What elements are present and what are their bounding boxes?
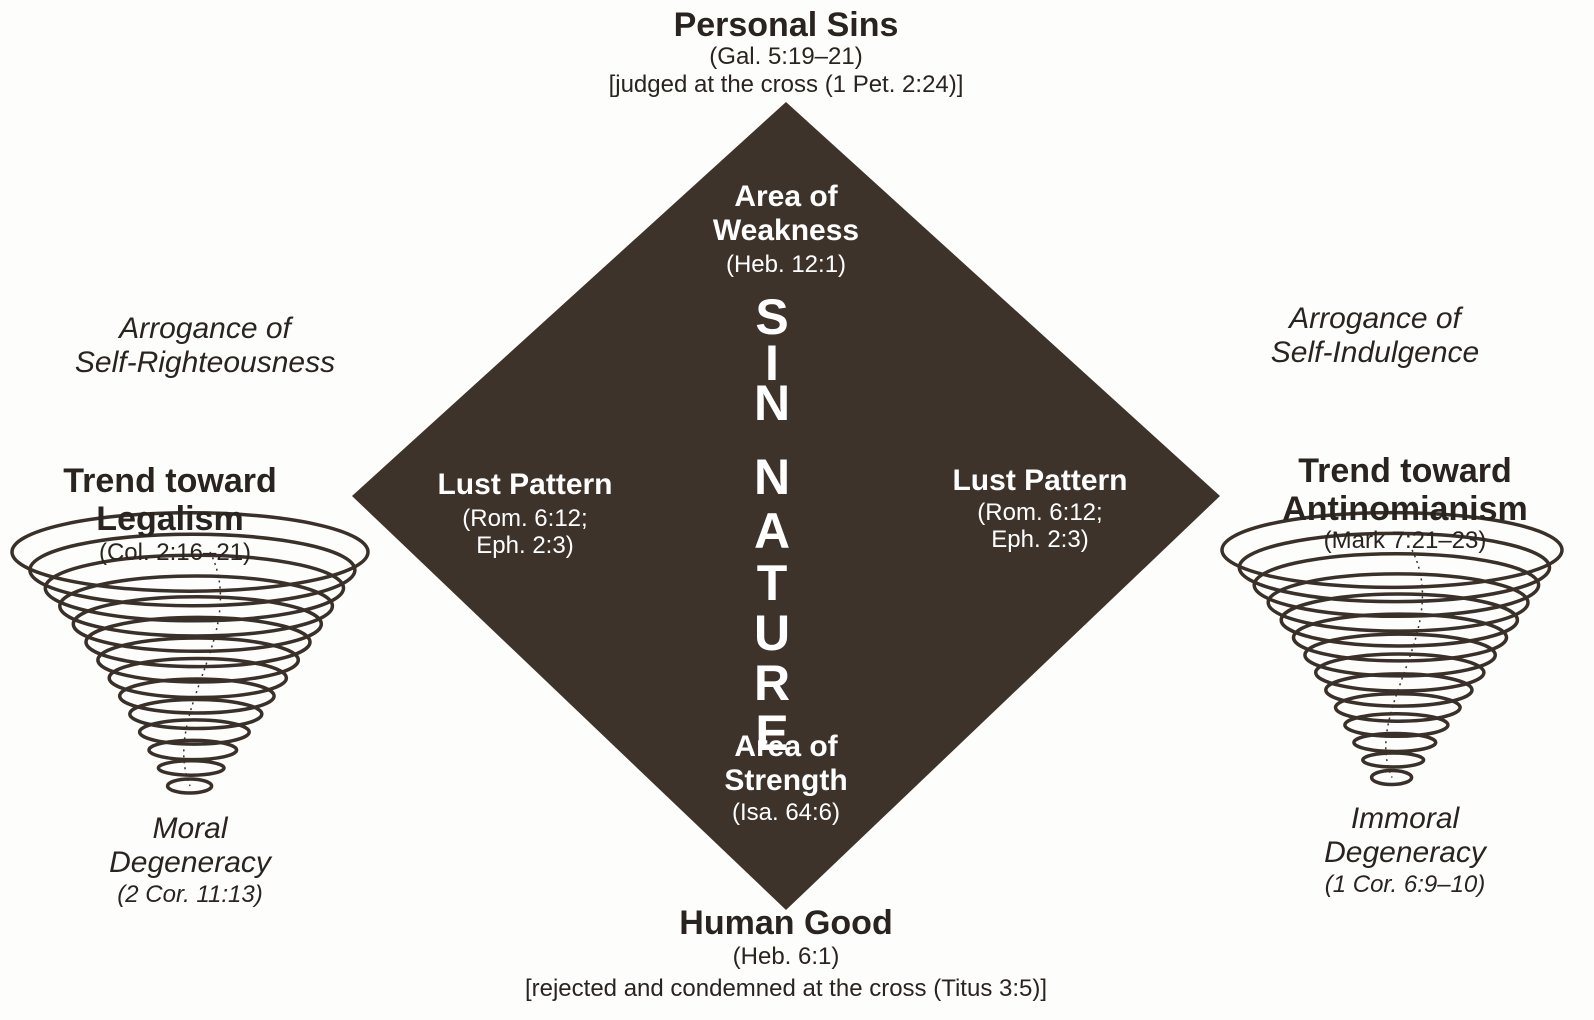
human-good-ref: (Heb. 6:1) bbox=[0, 944, 1572, 971]
strength-line2: Strength bbox=[646, 764, 926, 798]
lust-right-ref-line2: Eph. 2:3) bbox=[900, 527, 1180, 554]
area-of-strength-ref: (Isa. 64:6) bbox=[646, 800, 926, 827]
human-good-note: [rejected and condemned at the cross (Ti… bbox=[0, 976, 1572, 1003]
arrogance-left-line2: Self-Righteousness bbox=[0, 346, 410, 380]
immoral-degeneracy: Immoral Degeneracy bbox=[1260, 802, 1550, 869]
trend-right-ref: (Mark 7:21–23) bbox=[1260, 528, 1550, 555]
lust-right-ref-line1: (Rom. 6:12; bbox=[900, 500, 1180, 527]
weakness-line1: Area of bbox=[646, 180, 926, 214]
trend-left-line1: Trend toward bbox=[0, 462, 340, 500]
personal-sins-title: Personal Sins bbox=[0, 6, 1572, 44]
weakness-line2: Weakness bbox=[646, 214, 926, 248]
sin-nature-letter: T bbox=[732, 558, 812, 608]
arrogance-left-line1: Arrogance of bbox=[0, 312, 410, 346]
immoral-degeneracy-ref: (1 Cor. 6:9–10) bbox=[1260, 872, 1550, 899]
lust-pattern-right-title: Lust Pattern bbox=[900, 464, 1180, 498]
tornado-core bbox=[1386, 550, 1423, 778]
area-of-strength-label: Area of Strength bbox=[646, 730, 926, 797]
area-of-weakness-ref: (Heb. 12:1) bbox=[646, 252, 926, 279]
human-good-title: Human Good bbox=[0, 904, 1572, 942]
trend-left-line2: Legalism bbox=[0, 500, 340, 538]
arrogance-right-line2: Self-Indulgence bbox=[1210, 336, 1540, 370]
moral-degeneracy: Moral Degeneracy bbox=[50, 812, 330, 879]
personal-sins-ref: (Gal. 5:19–21) bbox=[0, 44, 1572, 71]
strength-line1: Area of bbox=[646, 730, 926, 764]
personal-sins-note: [judged at the cross (1 Pet. 2:24)] bbox=[0, 72, 1572, 99]
trend-toward-legalism: Trend toward Legalism bbox=[0, 462, 340, 538]
result-right-line1: Immoral bbox=[1260, 802, 1550, 836]
tornado-loop bbox=[158, 761, 224, 775]
area-of-weakness-label: Area of Weakness bbox=[646, 180, 926, 247]
sin-nature-letter: U bbox=[732, 608, 812, 658]
trend-left-ref: (Col. 2:16–21) bbox=[40, 540, 310, 567]
lust-pattern-right-ref: (Rom. 6:12; Eph. 2:3) bbox=[900, 500, 1180, 554]
sin-nature-letter: N bbox=[732, 378, 812, 428]
result-left-line1: Moral bbox=[50, 812, 330, 846]
lust-left-ref-line2: Eph. 2:3) bbox=[390, 533, 660, 560]
lust-pattern-left-title: Lust Pattern bbox=[390, 468, 660, 502]
arrogance-self-indulgence: Arrogance of Self-Indulgence bbox=[1210, 302, 1540, 369]
sin-nature-letter: R bbox=[732, 658, 812, 708]
trend-right-line2: Antinomianism bbox=[1220, 490, 1590, 528]
moral-degeneracy-ref: (2 Cor. 11:13) bbox=[50, 882, 330, 909]
lust-pattern-left-ref: (Rom. 6:12; Eph. 2:3) bbox=[390, 506, 660, 560]
trend-toward-antinomianism: Trend toward Antinomianism bbox=[1220, 452, 1590, 528]
sin-nature-letter: N bbox=[732, 452, 812, 502]
lust-left-ref-line1: (Rom. 6:12; bbox=[390, 506, 660, 533]
arrogance-right-line1: Arrogance of bbox=[1210, 302, 1540, 336]
sin-nature-letter: A bbox=[732, 506, 812, 556]
result-right-line2: Degeneracy bbox=[1260, 836, 1550, 870]
tornado-loop bbox=[1363, 753, 1424, 767]
tornado-core bbox=[184, 552, 221, 786]
result-left-line2: Degeneracy bbox=[50, 846, 330, 880]
arrogance-self-righteousness: Arrogance of Self-Righteousness bbox=[0, 312, 410, 379]
trend-right-line1: Trend toward bbox=[1220, 452, 1590, 490]
